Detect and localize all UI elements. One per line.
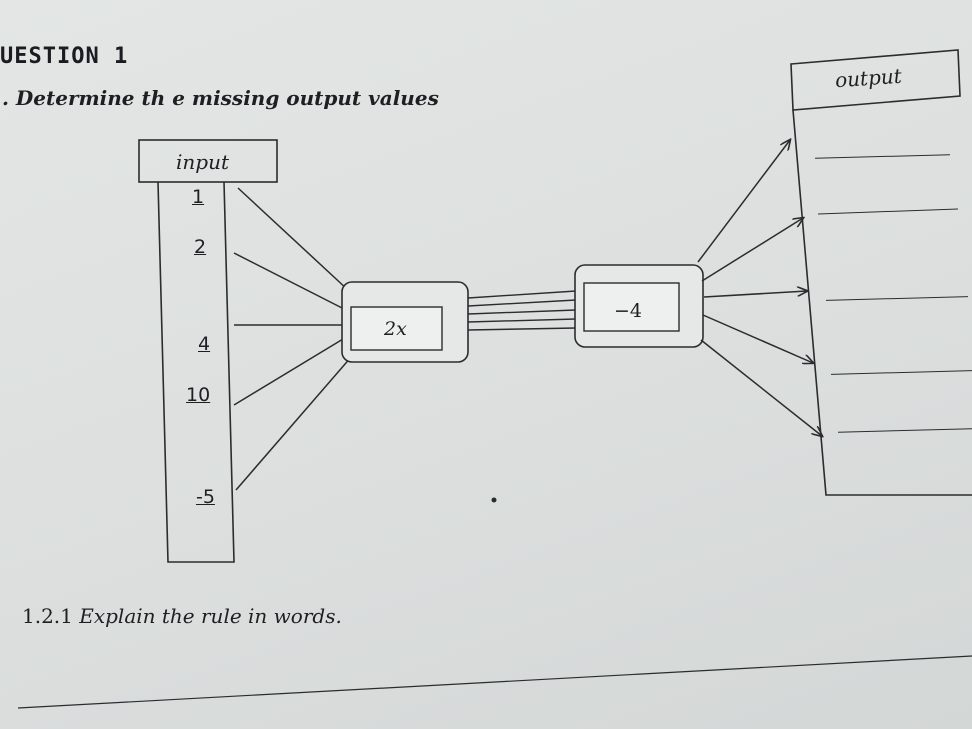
input-value-2: 2 [194, 236, 207, 258]
input-column-box [138, 139, 278, 183]
operation-2-label: −4 [614, 300, 643, 322]
link-line-2 [467, 299, 577, 307]
input-value-4: 10 [186, 384, 211, 406]
link-line-3 [467, 309, 577, 315]
output-arrow-4 [702, 314, 813, 363]
output-column-body [792, 109, 972, 496]
input-line-1 [237, 187, 349, 291]
output-column-header [790, 49, 961, 111]
operation-box-1-inner [350, 306, 443, 351]
question-number: 1.2.1 [22, 604, 73, 628]
instruction-text: . Determine th e missing output values [2, 86, 439, 110]
output-arrow-1 [697, 140, 790, 263]
link-line-4 [467, 318, 577, 323]
operation-1-label: 2x [384, 318, 407, 340]
explanation-answer-line [17, 655, 972, 709]
input-label: input [176, 150, 229, 174]
question-heading: UESTION 1 [0, 44, 129, 69]
input-value-5: -5 [196, 486, 215, 508]
input-line-2 [233, 252, 347, 311]
input-value-1: 1 [192, 186, 205, 208]
question-text: Explain the rule in words. [79, 604, 342, 628]
output-arrow-2 [701, 218, 803, 282]
input-value-3: 4 [198, 333, 211, 355]
pen-mark [491, 497, 497, 503]
input-line-4 [233, 335, 349, 406]
input-line-5 [235, 355, 353, 491]
output-arrow-5 [700, 339, 822, 436]
output-label: output [834, 63, 903, 93]
link-line-1 [467, 290, 577, 299]
question-1-2-1: 1.2.1 Explain the rule in words. [22, 604, 342, 628]
output-arrow-3 [703, 291, 807, 298]
link-line-5 [467, 327, 577, 331]
operation-box-2-inner [583, 282, 680, 332]
input-column-body [157, 181, 235, 563]
